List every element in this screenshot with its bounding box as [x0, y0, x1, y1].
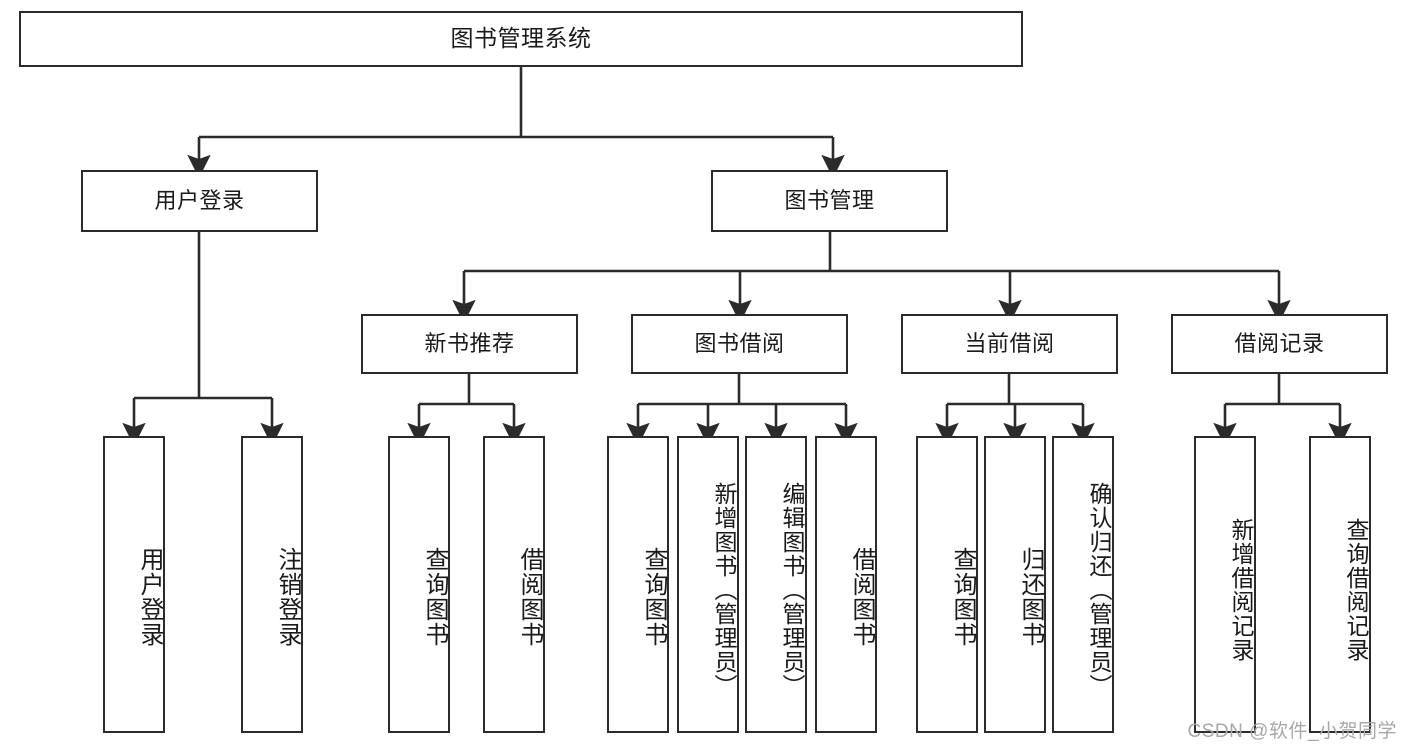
node-label: 当前借阅 [964, 330, 1055, 356]
leaf-return-book[interactable]: 归还图书 [984, 436, 1046, 733]
leaf-borrow-book-new-rec[interactable]: 借阅图书 [483, 436, 545, 733]
node-label: 注销登录 [274, 546, 301, 647]
node-user-login[interactable]: 用户登录 [81, 170, 318, 232]
node-label: 新增借阅记录 [1228, 517, 1254, 662]
csdn-watermark: CSDN @软件_小贺同学 [1187, 721, 1397, 742]
leaf-query-book-borrow[interactable]: 查询图书 [607, 436, 669, 733]
node-label: 查询图书 [640, 546, 667, 647]
node-label: 查询借阅记录 [1343, 517, 1369, 662]
leaf-query-book-new-rec[interactable]: 查询图书 [388, 436, 450, 733]
leaf-user-login[interactable]: 用户登录 [103, 436, 165, 733]
node-label: 用户登录 [154, 187, 245, 213]
node-label: 确认归还（管理员） [1086, 481, 1112, 698]
node-root-book-management-system[interactable]: 图书管理系统 [19, 11, 1023, 67]
leaf-confirm-return-admin[interactable]: 确认归还（管理员） [1052, 436, 1114, 733]
node-borrow-record[interactable]: 借阅记录 [1171, 314, 1388, 374]
node-current-borrow[interactable]: 当前借阅 [901, 314, 1118, 374]
node-label: 借阅图书 [848, 546, 875, 647]
node-label: 借阅记录 [1234, 330, 1325, 356]
leaf-add-borrow-record[interactable]: 新增借阅记录 [1194, 436, 1256, 733]
node-label: 编辑图书（管理员） [779, 481, 805, 698]
node-label: 图书管理 [784, 187, 875, 213]
leaf-logout-login[interactable]: 注销登录 [241, 436, 303, 733]
node-book-borrow[interactable]: 图书借阅 [631, 314, 848, 374]
leaf-query-borrow-record[interactable]: 查询借阅记录 [1309, 436, 1371, 733]
node-label: 用户登录 [136, 546, 163, 647]
leaf-borrow-book-borrow[interactable]: 借阅图书 [815, 436, 877, 733]
leaf-query-book-current[interactable]: 查询图书 [916, 436, 978, 733]
node-label: 图书管理系统 [450, 25, 592, 52]
node-label: 新书推荐 [424, 330, 515, 356]
node-label: 新增图书（管理员） [711, 481, 737, 698]
node-label: 借阅图书 [516, 546, 543, 647]
node-book-management[interactable]: 图书管理 [711, 170, 948, 232]
node-label: 查询图书 [949, 546, 976, 647]
node-new-book-recommendation[interactable]: 新书推荐 [361, 314, 578, 374]
leaf-edit-book-admin[interactable]: 编辑图书（管理员） [745, 436, 807, 733]
node-label: 图书借阅 [694, 330, 785, 356]
leaf-add-book-admin[interactable]: 新增图书（管理员） [677, 436, 739, 733]
node-label: 查询图书 [421, 546, 448, 647]
node-label: 归还图书 [1017, 546, 1044, 647]
